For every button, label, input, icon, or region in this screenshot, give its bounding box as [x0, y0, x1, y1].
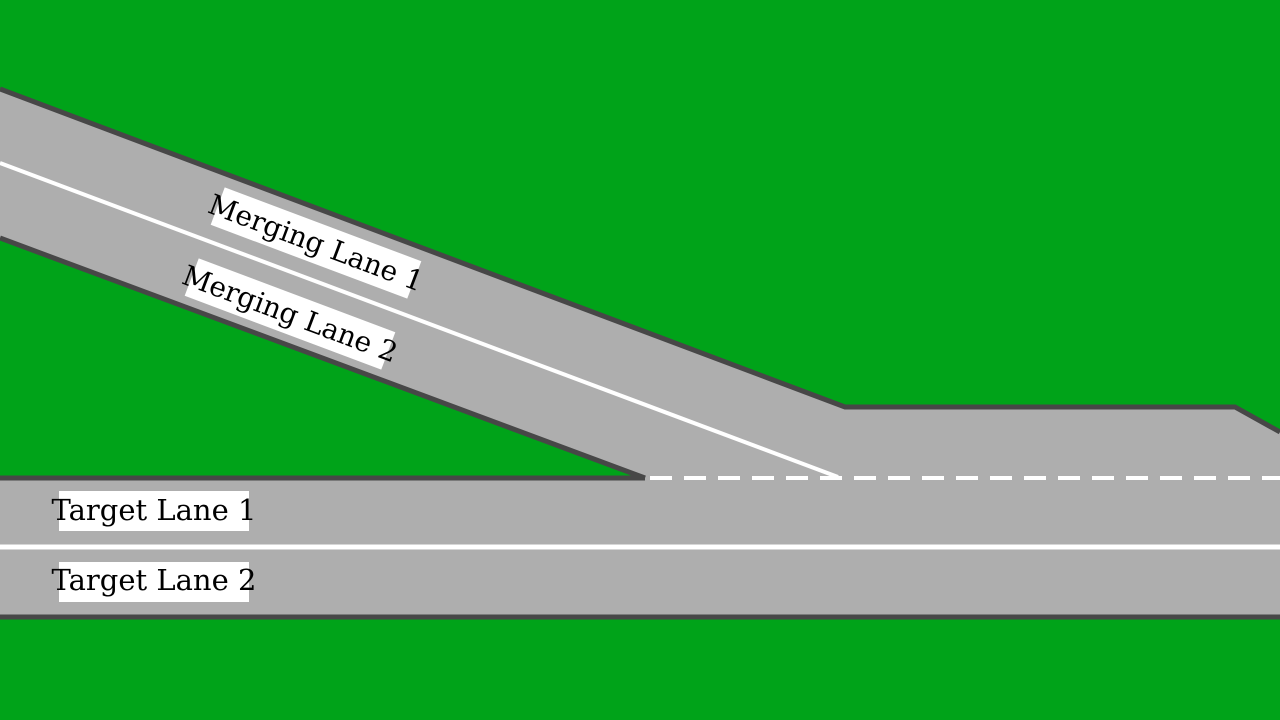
ramp-upper-edge — [0, 86, 1280, 435]
merging-lane-1-label-bg — [210, 187, 422, 299]
ramp-lower-edge — [0, 235, 646, 481]
merging-lane-2-label-bg — [184, 258, 396, 370]
target-lane-1-label: Target Lane 1 — [52, 491, 257, 531]
target-lane-2-label: Target Lane 2 — [52, 562, 257, 602]
target-lane-2-text: Target Lane 2 — [52, 563, 257, 597]
merging-lane-divider — [0, 161, 839, 479]
target-lane-2-label-bg — [59, 562, 249, 602]
target-lane-1-text: Target Lane 1 — [52, 493, 257, 527]
target-lane-1-label-bg — [59, 491, 249, 531]
